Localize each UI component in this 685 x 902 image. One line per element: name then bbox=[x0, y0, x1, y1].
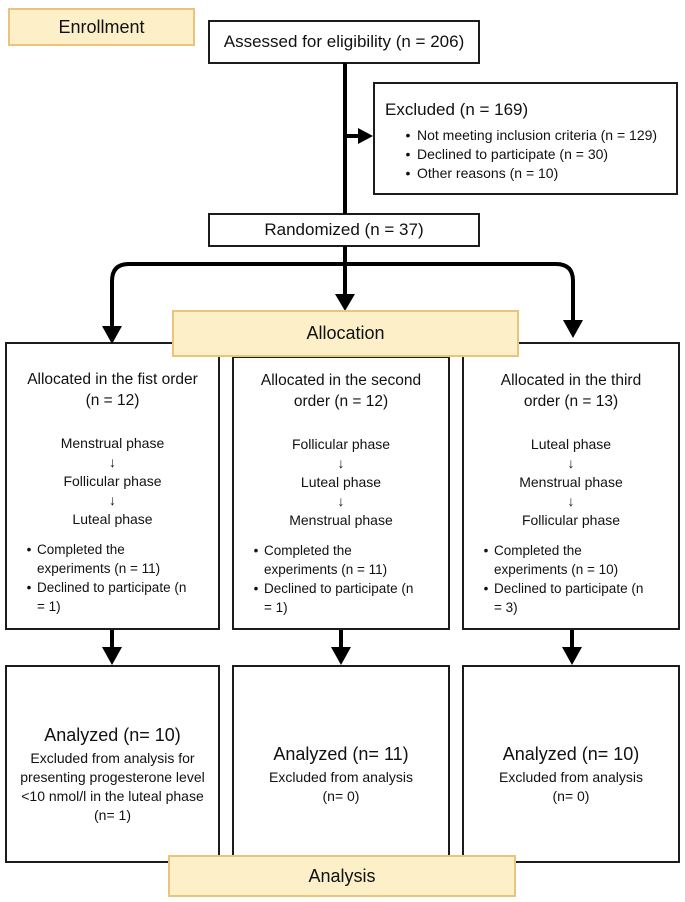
allocation-stage-label: Allocation bbox=[172, 310, 519, 357]
down-arrow-glyph: ↓ bbox=[337, 493, 345, 509]
arrow-col2-to-analyzed-head bbox=[331, 647, 351, 665]
allocation-title-line: (n = 12) bbox=[85, 392, 140, 409]
analyzed-detail: Excluded from analysis for presenting pr… bbox=[20, 749, 204, 825]
allocation-bullet: • Declined to participate (n = 1) bbox=[7, 578, 218, 616]
phase-name: Menstrual phase bbox=[519, 474, 623, 490]
phase-name: Follicular phase bbox=[63, 473, 162, 489]
bullet-glyph: • bbox=[405, 165, 411, 181]
excluded-item: • Other reasons (n = 10) bbox=[385, 164, 668, 183]
down-arrow-glyph: ↓ bbox=[337, 455, 345, 471]
analyzed-box-second-order: Analyzed (n= 11) Excluded from analysis … bbox=[232, 665, 450, 863]
assessed-box: Assessed for eligibility (n = 206) bbox=[208, 20, 480, 64]
analyzed-box-first-order: Analyzed (n= 10) Excluded from analysis … bbox=[5, 665, 220, 863]
allocation-bullet-text: Completed the experiments (n = 10) bbox=[494, 543, 619, 577]
analyzed-title: Analyzed (n= 11) bbox=[273, 744, 409, 764]
allocation-title: Allocated in the third order (n = 13) bbox=[464, 370, 678, 412]
phase-name: Luteal phase bbox=[300, 474, 382, 490]
phase-name: Luteal phase bbox=[72, 511, 153, 527]
analyzed-detail-line: presenting progesterone level bbox=[20, 769, 205, 785]
analyzed-detail-line: (n= 0) bbox=[322, 788, 360, 804]
analyzed-detail-line: Excluded from analysis for bbox=[30, 750, 195, 766]
excluded-item-text: Declined to participate (n = 30) bbox=[417, 146, 609, 162]
phase-sequence: Follicular phase ↓ Luteal phase ↓ Menstr… bbox=[234, 435, 448, 530]
bullet-glyph: • bbox=[26, 580, 32, 595]
allocation-bullet-text: Completed the experiments (n = 11) bbox=[37, 542, 161, 576]
allocation-bullet: • Completed the experiments (n = 11) bbox=[7, 540, 218, 578]
phase-name: Menstrual phase bbox=[60, 435, 165, 451]
phase-name: Menstrual phase bbox=[289, 512, 393, 528]
bullet-glyph: • bbox=[405, 146, 411, 162]
allocation-box-third-order: Allocated in the third order (n = 13) Lu… bbox=[462, 342, 680, 630]
phase-name: Luteal phase bbox=[530, 436, 612, 452]
arrow-to-col3-head bbox=[563, 320, 583, 338]
allocation-bullet-text: Declined to participate (n = 1) bbox=[37, 580, 187, 614]
excluded-title: Excluded (n = 169) bbox=[385, 100, 529, 119]
analyzed-detail-line: Excluded from analysis bbox=[499, 769, 643, 785]
analyzed-detail-line: (n= 0) bbox=[552, 788, 590, 804]
allocation-bullets: • Completed the experiments (n = 11) • D… bbox=[234, 541, 448, 617]
phase-name: Follicular phase bbox=[521, 512, 621, 528]
down-arrow-glyph: ↓ bbox=[567, 493, 575, 509]
analyzed-detail: Excluded from analysis (n= 0) bbox=[269, 768, 413, 806]
randomized-text: Randomized (n = 37) bbox=[264, 220, 424, 239]
allocation-title-line: order (n = 13) bbox=[523, 393, 619, 410]
analyzed-detail-line: <10 nmol/l in the luteal phase bbox=[21, 788, 204, 804]
allocation-bullet: • Declined to participate (n = 3) bbox=[464, 579, 678, 617]
allocation-bullet: • Completed the experiments (n = 10) bbox=[464, 541, 678, 579]
phase-sequence: Luteal phase ↓ Menstrual phase ↓ Follicu… bbox=[464, 435, 678, 530]
allocation-title-line: Allocated in the second bbox=[260, 372, 422, 389]
allocation-bullet: • Completed the experiments (n = 11) bbox=[234, 541, 448, 579]
allocation-bullet: • Declined to participate (n = 1) bbox=[234, 579, 448, 617]
allocation-box-first-order: Allocated in the fist order (n = 12) Men… bbox=[5, 342, 220, 630]
allocation-title: Allocated in the fist order (n = 12) bbox=[7, 369, 218, 411]
excluded-item-text: Other reasons (n = 10) bbox=[417, 165, 559, 181]
allocation-bullets: • Completed the experiments (n = 11) • D… bbox=[7, 540, 218, 616]
bullet-glyph: • bbox=[405, 127, 411, 143]
excluded-item: • Not meeting inclusion criteria (n = 12… bbox=[385, 126, 668, 145]
allocation-bullet-text: Declined to participate (n = 1) bbox=[264, 581, 414, 615]
analysis-stage-label: Analysis bbox=[168, 855, 516, 897]
bullet-glyph: • bbox=[253, 543, 259, 558]
arrow-col1-to-analyzed-head bbox=[102, 647, 122, 665]
allocation-title-line: order (n = 12) bbox=[293, 393, 389, 410]
analyzed-detail: Excluded from analysis (n= 0) bbox=[499, 768, 643, 806]
down-arrow-glyph: ↓ bbox=[567, 455, 575, 471]
analysis-stage-text: Analysis bbox=[308, 865, 376, 886]
analyzed-detail-line: Excluded from analysis bbox=[269, 769, 413, 785]
phase-sequence: Menstrual phase ↓ Follicular phase ↓ Lut… bbox=[7, 434, 218, 529]
arrow-col3-to-analyzed-head bbox=[562, 647, 582, 665]
allocation-bullet-text: Completed the experiments (n = 11) bbox=[264, 543, 388, 577]
analyzed-title: Analyzed (n= 10) bbox=[502, 744, 640, 764]
randomized-box: Randomized (n = 37) bbox=[208, 213, 480, 247]
allocation-bullets: • Completed the experiments (n = 10) • D… bbox=[464, 541, 678, 617]
arrow-to-excluded-head bbox=[358, 128, 373, 144]
excluded-box: Excluded (n = 169) • Not meeting inclusi… bbox=[373, 82, 678, 195]
allocation-stage-text: Allocation bbox=[306, 323, 385, 343]
allocation-title-line: Allocated in the third bbox=[500, 372, 642, 389]
bullet-glyph: • bbox=[483, 543, 489, 558]
down-arrow-glyph: ↓ bbox=[109, 492, 116, 508]
enrollment-stage-text: Enrollment bbox=[58, 16, 145, 37]
assessed-text: Assessed for eligibility (n = 206) bbox=[223, 32, 465, 51]
arrow-to-allocation-head bbox=[335, 294, 355, 311]
excluded-item: • Declined to participate (n = 30) bbox=[385, 145, 668, 164]
enrollment-stage-label: Enrollment bbox=[8, 8, 195, 46]
analyzed-detail-line: (n= 1) bbox=[94, 807, 131, 823]
down-arrow-glyph: ↓ bbox=[109, 454, 116, 470]
phase-name: Follicular phase bbox=[291, 436, 391, 452]
bullet-glyph: • bbox=[26, 542, 32, 557]
analyzed-title: Analyzed (n= 10) bbox=[44, 725, 181, 745]
analyzed-box-third-order: Analyzed (n= 10) Excluded from analysis … bbox=[462, 665, 680, 863]
allocation-title: Allocated in the second order (n = 12) bbox=[234, 370, 448, 412]
bullet-glyph: • bbox=[253, 581, 259, 596]
excluded-item-text: Not meeting inclusion criteria (n = 129) bbox=[417, 127, 658, 143]
allocation-box-second-order: Allocated in the second order (n = 12) F… bbox=[232, 356, 450, 630]
allocation-title-line: Allocated in the fist order bbox=[27, 371, 198, 388]
allocation-bullet-text: Declined to participate (n = 3) bbox=[494, 581, 644, 615]
bullet-glyph: • bbox=[483, 581, 489, 596]
